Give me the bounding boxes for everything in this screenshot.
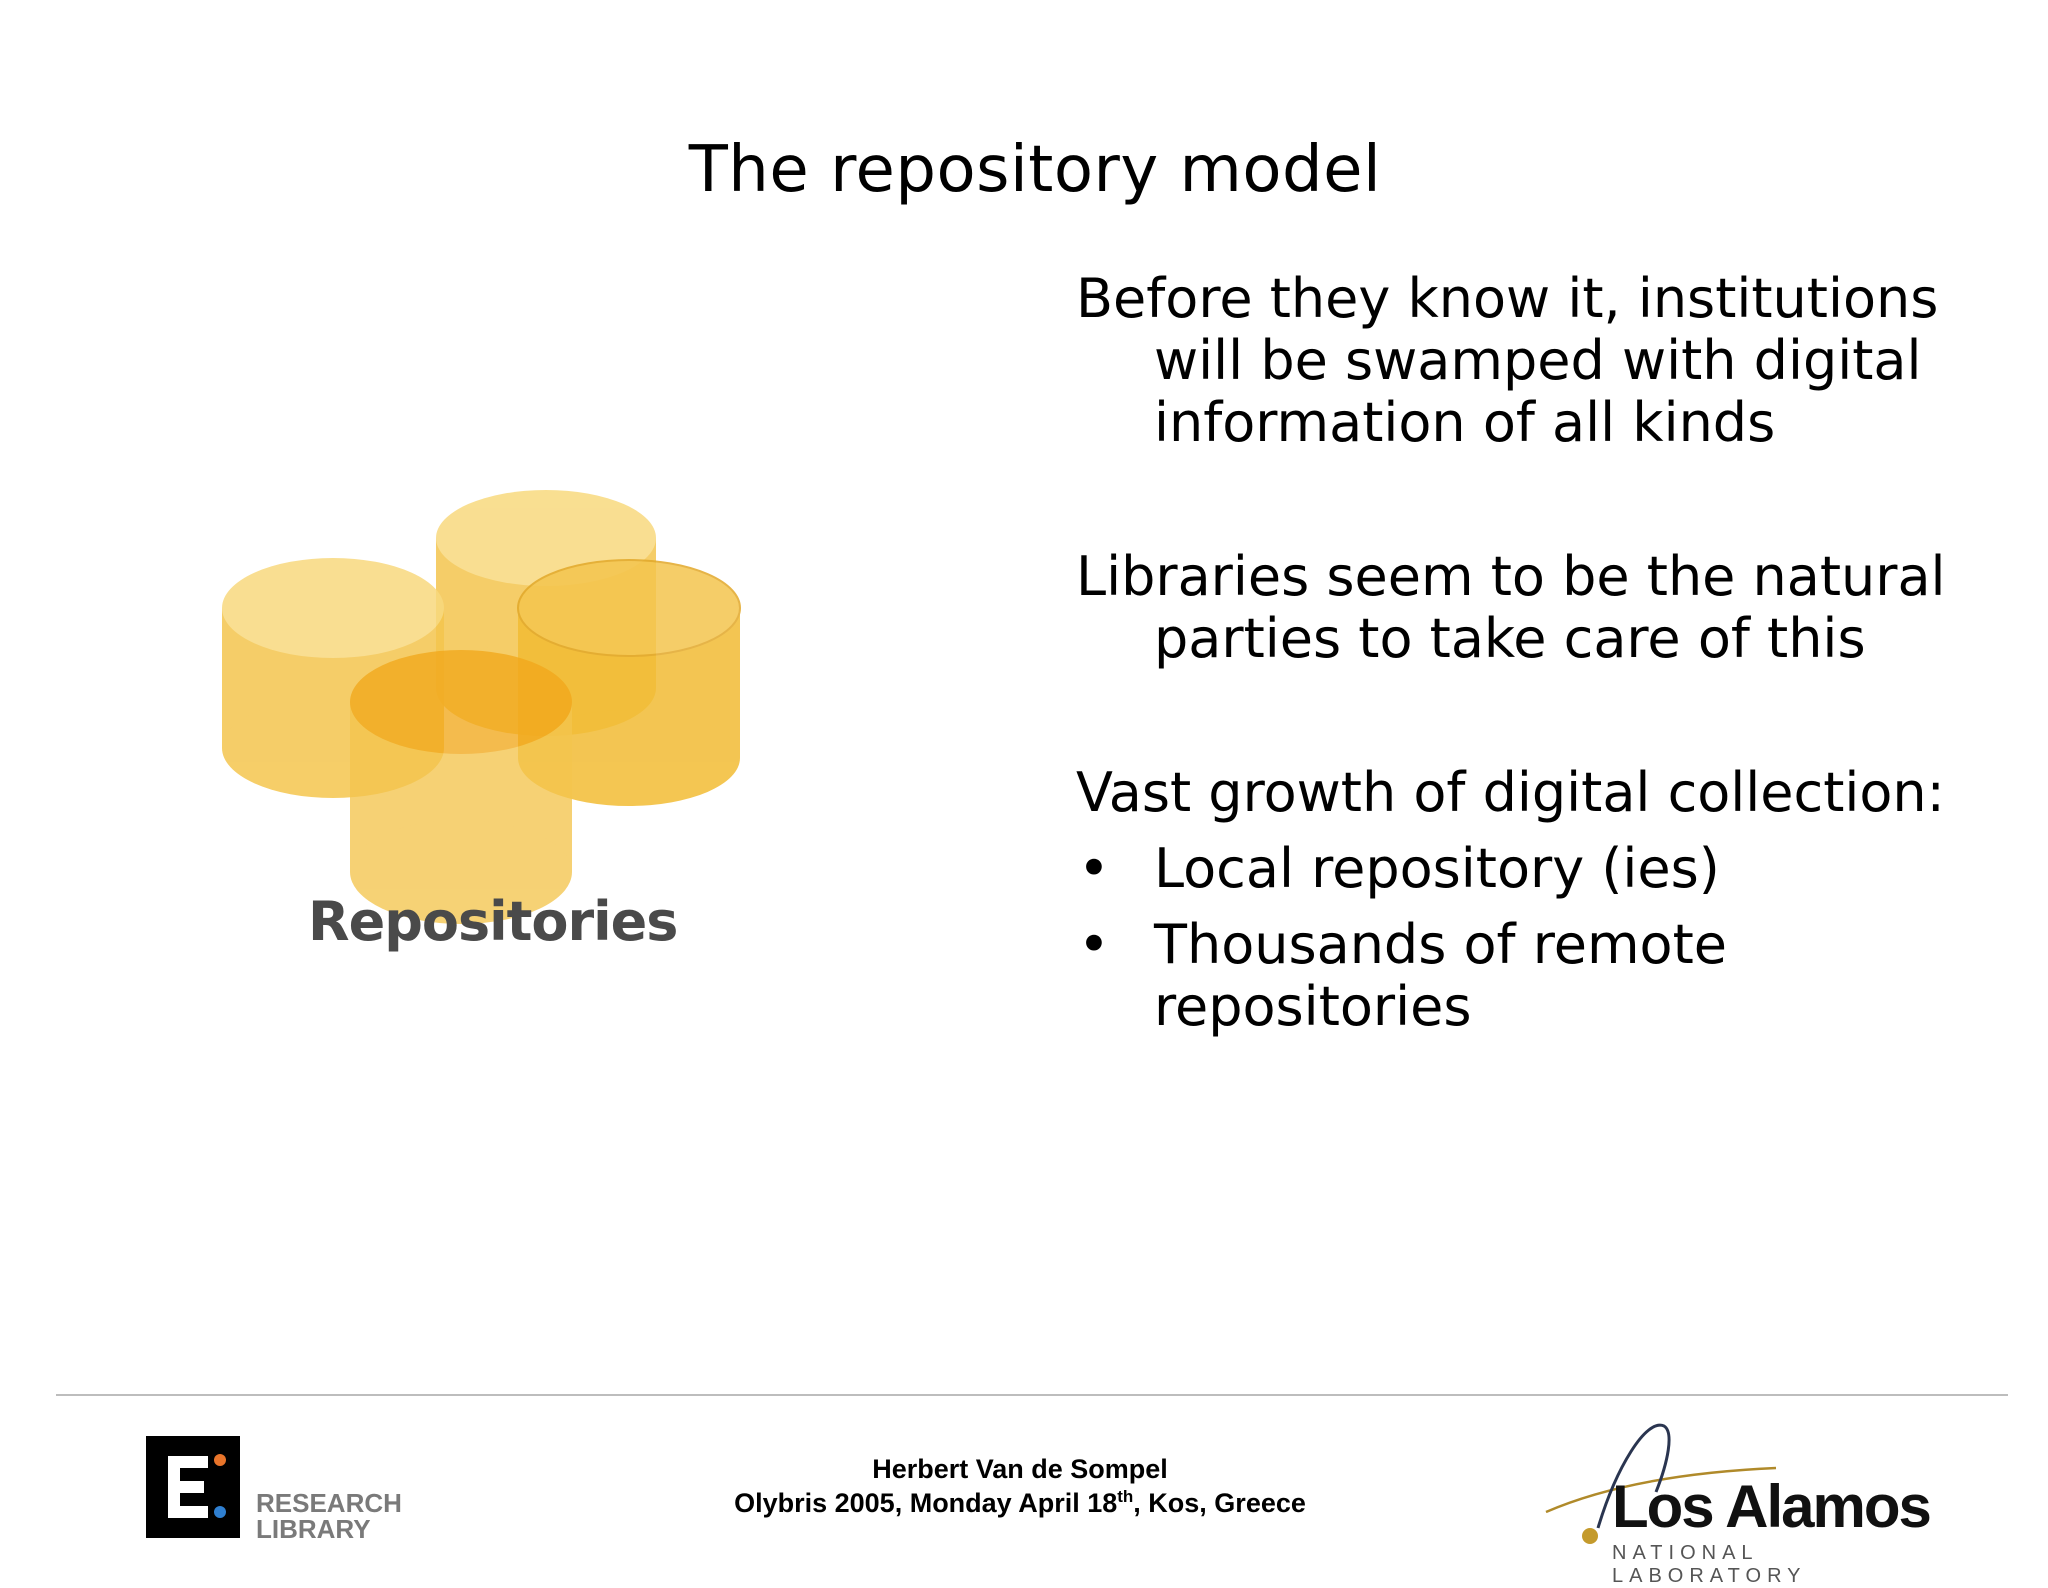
paragraph-growth: Vast growth of digital collection:	[1076, 761, 1945, 824]
orbit-icon	[1545, 1423, 1777, 1544]
los-alamos-name: Los Alamos	[1612, 1473, 1932, 1540]
bullet-dot: •	[1078, 837, 1110, 900]
footer-event: Olybris 2005, Monday April 18th, Kos, Gr…	[734, 1487, 1306, 1518]
footer-credits: Herbert Van de Sompel Olybris 2005, Mond…	[600, 1452, 1440, 1520]
e-logo-icon	[146, 1436, 240, 1538]
blue-dot-icon	[214, 1506, 226, 1518]
bullet-dot: •	[1078, 913, 1110, 976]
los-alamos-subtitle: NATIONAL LABORATORY	[1612, 1542, 1807, 1587]
paragraph-libraries: Libraries seem to be the natural parties…	[1076, 545, 1946, 670]
slide-body: Before they know it, institutions will b…	[1076, 268, 1976, 1052]
list-item: • Local repository (ies)	[1076, 838, 1976, 900]
paragraph-institutions: Before they know it, institutions will b…	[1076, 267, 1939, 454]
repositories-illustration	[222, 490, 741, 924]
list-item: • Thousands of remote repositories	[1076, 914, 1976, 1038]
repositories-label: Repositories	[308, 890, 678, 953]
los-alamos-logo: Los Alamos NATIONAL LABORATORY	[1536, 1408, 1956, 1587]
list-item-text: Local repository (ies)	[1154, 837, 1720, 900]
cylinder-front	[350, 650, 572, 924]
footer-divider	[56, 1394, 2008, 1396]
research-library-text: RESEARCH LIBRARY	[256, 1488, 402, 1544]
growth-list: • Local repository (ies) • Thousands of …	[1076, 838, 1976, 1038]
slide-title: The repository model	[688, 133, 1382, 207]
research-library-logo: RESEARCH LIBRARY	[146, 1436, 446, 1546]
list-item-text: Thousands of remote repositories	[1154, 913, 1727, 1038]
footer-author: Herbert Van de Sompel	[872, 1454, 1168, 1484]
orange-dot-icon	[214, 1454, 226, 1466]
